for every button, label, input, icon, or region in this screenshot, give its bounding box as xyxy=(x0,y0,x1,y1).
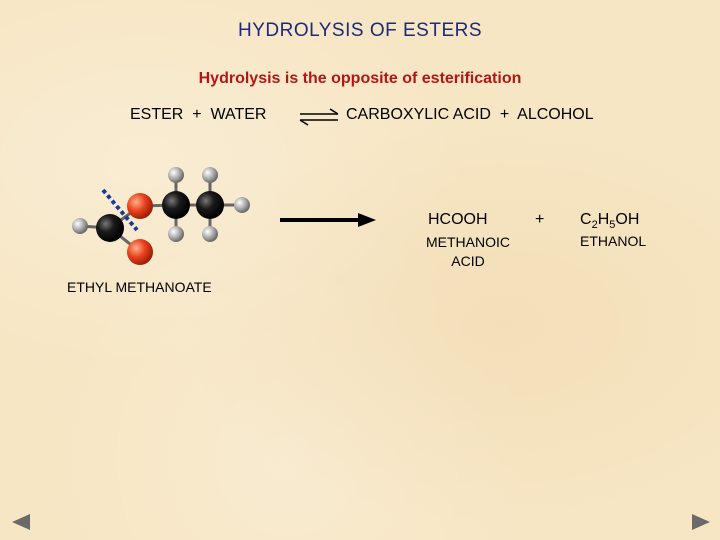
triangle-left-icon[interactable] xyxy=(10,512,32,532)
reaction-arrow-icon xyxy=(280,213,376,227)
hydrogen-atom xyxy=(72,218,88,234)
oxygen-atom xyxy=(127,239,153,265)
carbon-atom xyxy=(96,214,124,242)
ethanol-name: ETHANOL xyxy=(580,233,647,249)
bond-break-line xyxy=(101,188,139,232)
methanoic-acid-formula: HCOOH xyxy=(428,211,488,228)
hydrogen-atom xyxy=(234,197,250,213)
hydrogen-atom xyxy=(168,226,184,242)
ethanol-formula: C2H5OH xyxy=(580,211,640,232)
plus-sign: + xyxy=(535,211,545,228)
methanoic-acid-name: METHANOIC ACID xyxy=(426,234,510,269)
ethyl-methanoate-molecule xyxy=(72,167,250,265)
ester-name: ETHYL METHANOATE xyxy=(67,279,212,295)
carbon-atom xyxy=(162,191,190,219)
hydrogen-atom xyxy=(202,167,218,183)
carbon-atom xyxy=(196,191,224,219)
equilibrium-arrows-icon xyxy=(299,108,339,126)
triangle-right-icon[interactable] xyxy=(690,512,712,532)
hydrogen-atom xyxy=(202,226,218,242)
hydrogen-atom xyxy=(168,167,184,183)
oxygen-atom xyxy=(127,193,153,219)
equation-reactants: ESTER + WATER xyxy=(130,106,267,123)
equation-products: CARBOXYLIC ACID + ALCOHOL xyxy=(346,106,594,123)
page-title: HYDROLYSIS OF ESTERS xyxy=(237,20,483,41)
subtitle: Hydrolysis is the opposite of esterifica… xyxy=(198,70,522,87)
